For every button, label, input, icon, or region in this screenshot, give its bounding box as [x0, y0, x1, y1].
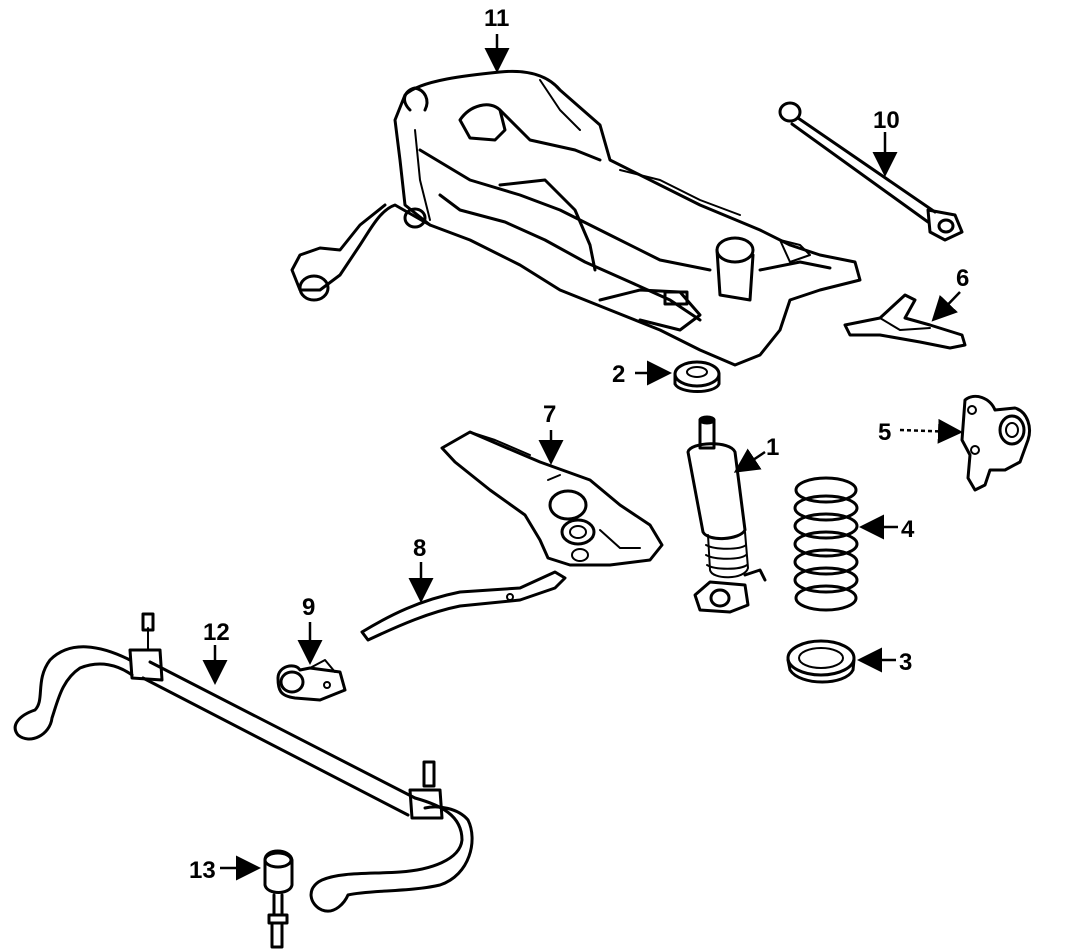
stabilizer-bar	[13, 612, 474, 913]
coil-spring	[793, 476, 859, 612]
stabilizer-bracket	[276, 659, 347, 702]
stabilizer-link	[263, 849, 294, 949]
lateral-link	[843, 293, 967, 350]
lower-control-arm	[440, 430, 664, 567]
callout-2: 2	[612, 361, 625, 388]
callout-11: 11	[484, 5, 509, 32]
upper-spring-seat	[673, 360, 721, 393]
lower-spring-seat	[786, 639, 856, 684]
crossmember-subframe	[290, 69, 862, 367]
callout-1: 1	[766, 434, 779, 461]
trailing-link	[778, 101, 964, 242]
callout-3: 3	[899, 649, 912, 676]
callout-13: 13	[189, 857, 216, 884]
callout-12: 12	[203, 619, 230, 646]
shock-absorber	[686, 415, 767, 614]
leader-lines	[202, 34, 963, 881]
callout-5: 5	[878, 419, 891, 446]
control-link	[360, 570, 567, 642]
callout-9: 9	[302, 594, 315, 621]
callout-7: 7	[543, 401, 556, 428]
callout-10: 10	[873, 107, 900, 134]
callout-6: 6	[956, 265, 969, 292]
wheel-carrier	[960, 394, 1031, 492]
callout-8: 8	[413, 535, 426, 562]
callout-4: 4	[901, 516, 915, 543]
